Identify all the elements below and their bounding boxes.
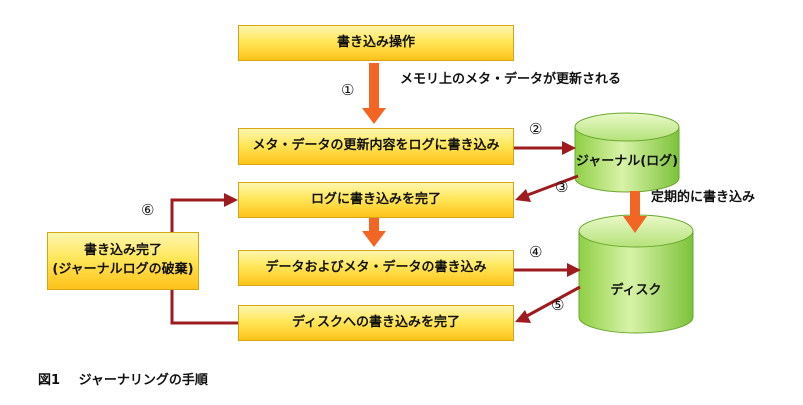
memory-update-note: メモリ上のメタ・データが更新される — [400, 72, 622, 87]
data-meta-write-box: データおよびメタ・データの書き込み — [238, 250, 514, 286]
arrow-step2 — [514, 141, 576, 155]
step-number-5: ⑤ — [551, 296, 565, 314]
complete-box-line1: 書き込み完了 — [83, 243, 162, 259]
step-number-2: ② — [529, 120, 543, 138]
figure-number: 図1 — [38, 373, 61, 388]
disk-done-box: ディスクへの書き込みを完了 — [238, 305, 514, 341]
journal-cylinder — [574, 112, 680, 193]
disk-cylinder — [578, 214, 694, 334]
arrow-log-done-to-write — [362, 217, 386, 247]
arrow-step5 — [515, 285, 581, 323]
step-number-4: ④ — [529, 243, 543, 261]
write-operation-box: 書き込み操作 — [238, 25, 514, 61]
arrow-step6 — [170, 193, 238, 232]
meta-to-log-box: メタ・データの更新内容をログに書き込み — [238, 128, 514, 165]
figure-title: ジャーナリングの手順 — [78, 373, 208, 388]
arrow-step4 — [514, 263, 581, 277]
periodic-write-note: 定期的に書き込み — [651, 190, 756, 205]
step-number-3: ③ — [555, 178, 569, 196]
complete-box-line2: (ジャーナルログの破棄) — [52, 262, 194, 277]
journal-label: ジャーナル(ログ) — [575, 154, 679, 169]
arrow-step3 — [515, 174, 579, 202]
log-done-box: ログに書き込みを完了 — [238, 182, 514, 218]
arrow-periodic-write — [623, 191, 647, 233]
step-number-1: ① — [341, 81, 355, 99]
figure-caption: 図1 ジャーナリングの手順 — [38, 369, 208, 388]
connector-disk-done-to-complete — [170, 290, 238, 325]
step-number-6: ⑥ — [141, 201, 155, 219]
complete-box: 書き込み完了 (ジャーナルログの破棄) — [47, 232, 199, 290]
disk-label: ディスク — [610, 283, 662, 298]
arrow-step1 — [362, 63, 386, 124]
